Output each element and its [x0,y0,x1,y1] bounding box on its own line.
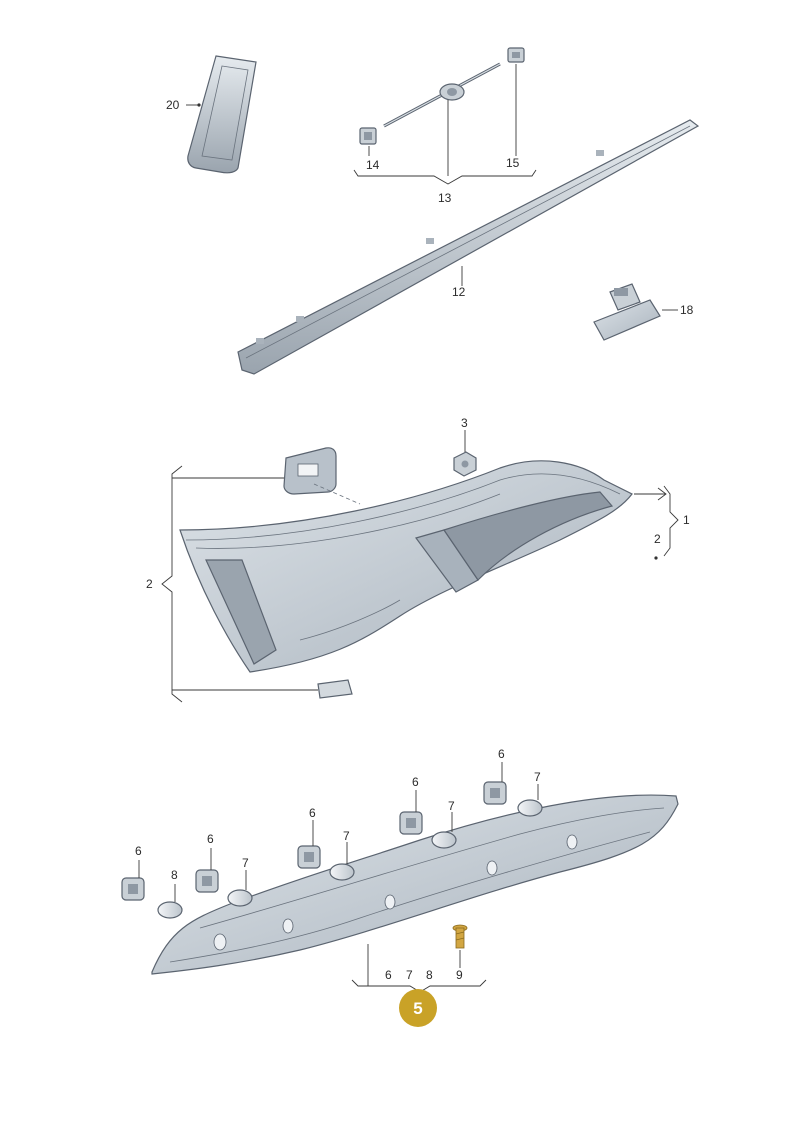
callout-6-c: 6 [309,806,316,820]
part-5-badge[interactable]: 5 [399,989,437,1027]
bracket-1-right [663,485,679,557]
callout-7-b: 7 [242,856,249,870]
part-12-light-strip[interactable] [237,119,700,375]
callout-7-d: 7 [448,799,455,813]
callout-6-e: 6 [498,747,505,761]
callout-12: 12 [452,285,466,299]
leader-dot [654,556,658,560]
assembly-guide [313,483,361,505]
part-13-wiring-harness[interactable] [383,62,501,128]
bulb-group-b[interactable] [195,869,253,907]
part-14-clip[interactable] [359,127,377,145]
part-18-license-lamp[interactable] [593,283,661,341]
part-2-pad[interactable] [317,679,353,699]
callout-20: 20 [166,98,180,112]
callout-7-f: 7 [406,968,413,982]
callout-2-left: 2 [146,577,153,591]
part-5-lamp-housing[interactable] [151,794,679,975]
bracket-2-left [161,465,183,703]
callout-13: 13 [438,191,452,205]
callout-7-c: 7 [343,829,350,843]
bulb-group-e[interactable] [483,781,543,817]
callout-1: 1 [683,513,690,527]
callout-18: 18 [680,303,694,317]
callout-14: 14 [366,158,380,172]
bulb-group-a[interactable] [121,877,183,919]
callout-8-a: 8 [171,868,178,882]
part-1-tail-lamp[interactable] [179,460,633,673]
callout-6-a: 6 [135,844,142,858]
callout-8-f: 8 [426,968,433,982]
callout-3: 3 [461,416,468,430]
bulb-group-d[interactable] [399,811,457,849]
badge-label: 5 [413,999,422,1018]
callout-6-f: 6 [385,968,392,982]
part-9-screw[interactable] [452,924,468,949]
callout-15: 15 [506,156,520,170]
leader-dot [197,103,201,107]
callout-6-d: 6 [412,775,419,789]
part-2-seal[interactable] [283,447,337,495]
callout-7-e: 7 [534,770,541,784]
part-3-nut[interactable] [453,451,477,477]
part-15-connector[interactable] [507,47,525,63]
bulb-group-c[interactable] [297,845,355,881]
arrow-head [657,487,667,501]
badge-circle [399,989,437,1027]
bracket-13 [353,169,537,185]
callout-2-right: 2 [654,532,661,546]
part-20-reflector[interactable] [187,55,257,174]
callout-9: 9 [456,968,463,982]
callout-6-b: 6 [207,832,214,846]
